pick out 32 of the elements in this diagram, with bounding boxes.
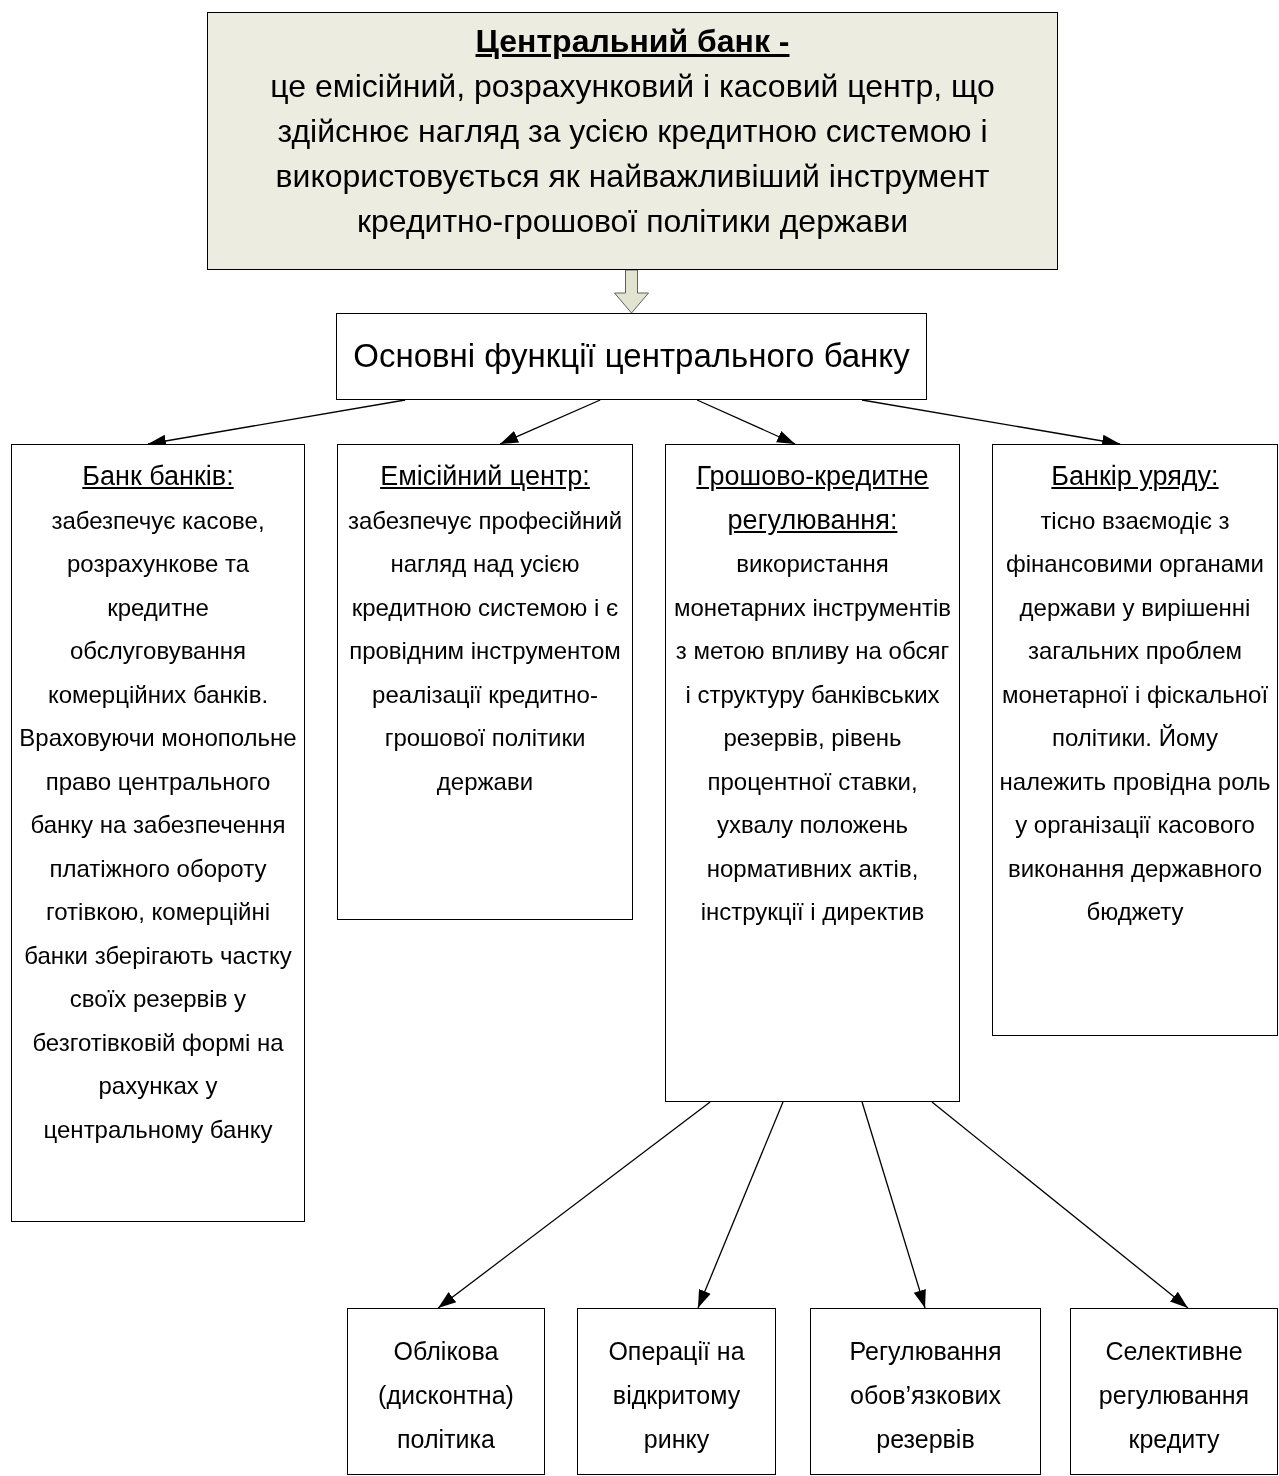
- label: Регулювання обов’язкових резервів: [848, 1336, 1003, 1455]
- description: тісно взаємодіє з фінансовими органами держави у вирішенні загальних проблем монетарної і фіскальної політики. Йому належить провідна роль у організації касового виконання державного бюджету: [998, 505, 1272, 927]
- description: використання монетарних інструментів з метою впливу на обсяг і структуру банківських резервів, рівень процентної ставки, ухвалу положень нормативних актів, інструкції і директив: [673, 549, 952, 927]
- heading: Банк банків:: [81, 460, 235, 493]
- heading: Грошово-кредитне регулювання:: [695, 460, 930, 537]
- description: забезпечує професійний нагляд над усією кредитною системою і є провідним інструментом реалізації кредитно-грошової політики держави: [346, 505, 624, 797]
- label: Основні функції центрального банку: [352, 336, 911, 376]
- title-box: [336, 313, 927, 400]
- heading: Емісійний центр:: [379, 460, 591, 493]
- label: Операції на відкритому ринку: [607, 1336, 746, 1455]
- function-box: [337, 444, 633, 920]
- instrument-box: [347, 1308, 545, 1475]
- arrow: [931, 1101, 1189, 1309]
- description: це емісійний, розрахунковий і касовий центр, що здійснює нагляд за усією кредитною системою і використовується як найважливіший інструмент кредитно-грошової політики держави: [269, 67, 996, 241]
- heading: Банкір уряду:: [1050, 460, 1220, 493]
- description: забезпечує касове, розрахункове та кредитне обслуговування комерційних банків. Враховуючи монопольне право центрального банку на забезпечення платіжного обороту готівкою, комерційні банки зберігають частку своїх резервів у безготівковій формі на рахунках у центральному банку: [18, 505, 298, 1145]
- label: Селективне регулювання кредиту: [1097, 1336, 1251, 1455]
- instrument-box: [1070, 1308, 1278, 1475]
- arrow: [696, 399, 796, 445]
- instrument-box: [810, 1308, 1041, 1475]
- instrument-box: [577, 1308, 776, 1475]
- function-box: [11, 444, 305, 1222]
- heading: Центральний банк -: [474, 22, 791, 61]
- label: Облікова (дисконтна) політика: [377, 1336, 515, 1455]
- block-arrow: [614, 269, 649, 314]
- arrow: [861, 1101, 926, 1309]
- arrow: [499, 399, 601, 445]
- definition-box: [207, 12, 1058, 270]
- arrow: [697, 1101, 784, 1309]
- function-box: [665, 444, 960, 1102]
- function-box: [992, 444, 1278, 1036]
- arrow: [437, 1101, 711, 1309]
